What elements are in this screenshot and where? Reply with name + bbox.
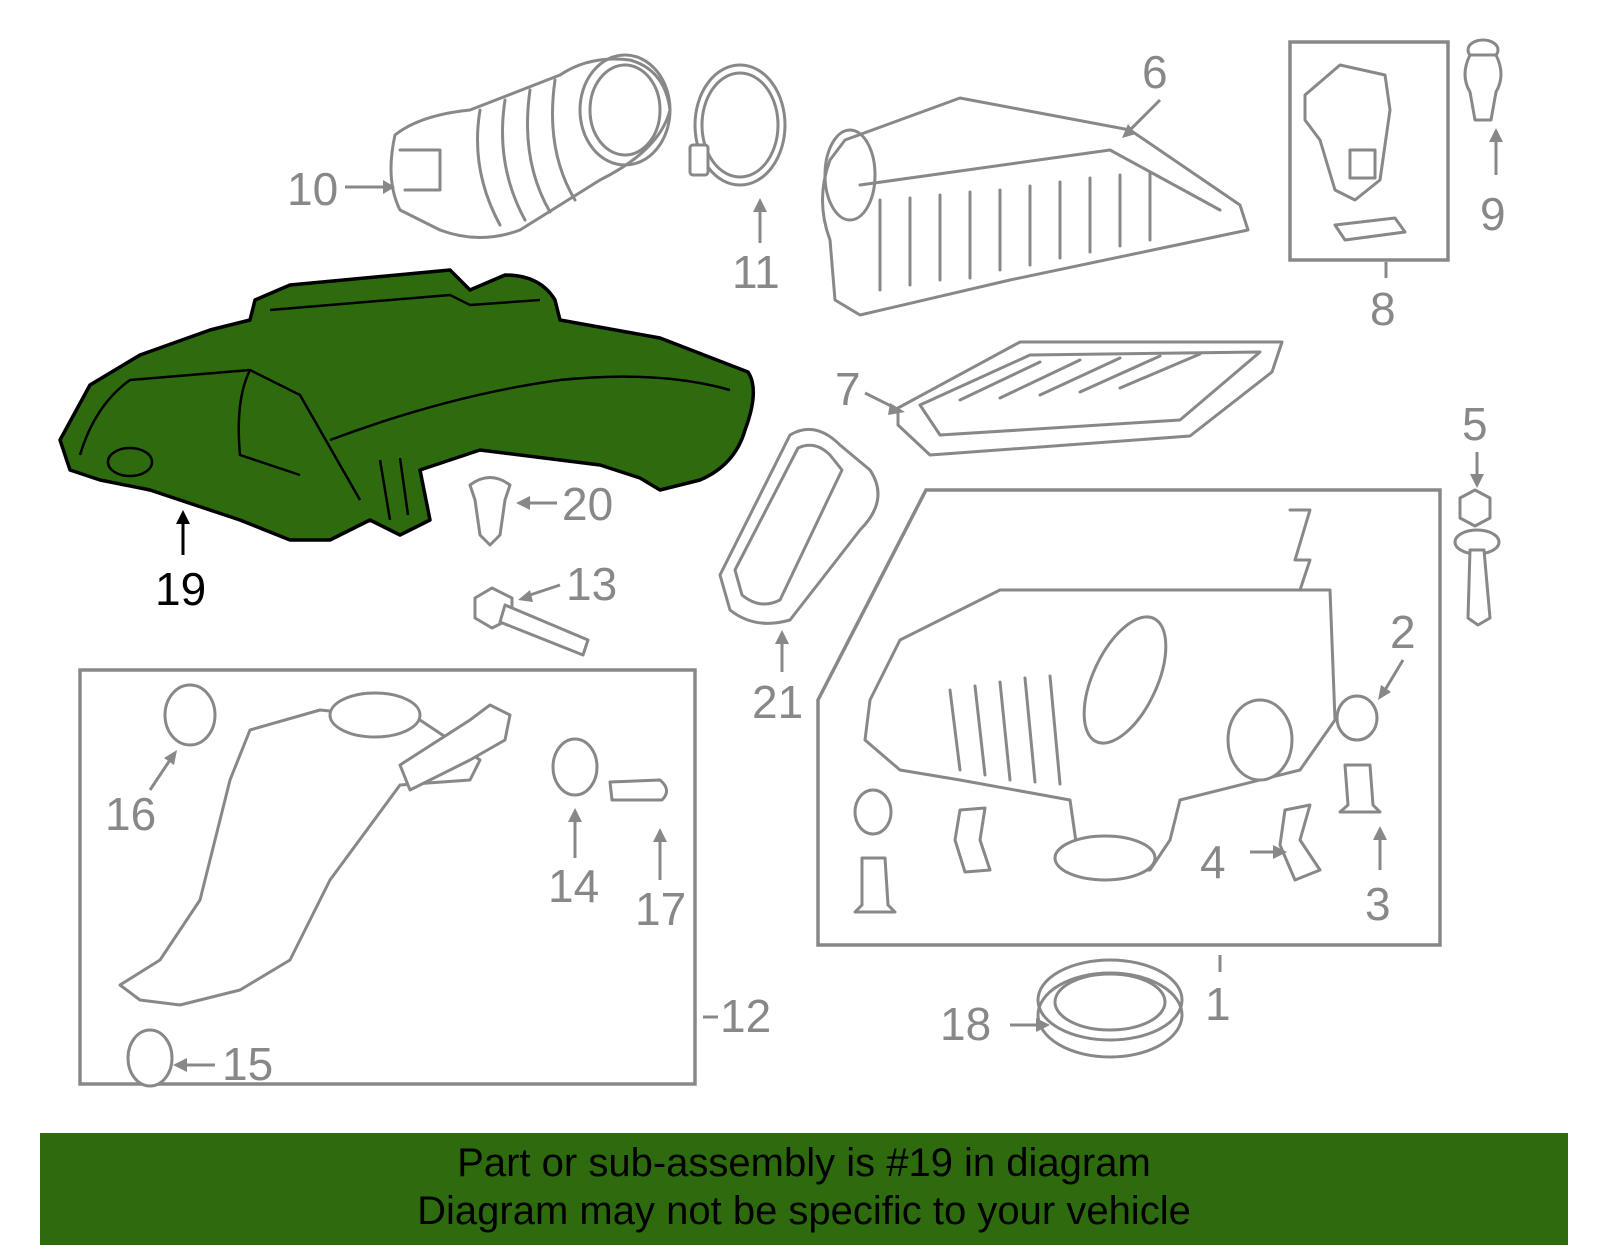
callout-8: 8	[1370, 283, 1396, 335]
part-21-seal	[718, 427, 880, 625]
part-12-box	[78, 668, 697, 1088]
info-banner: Part or sub-assembly is #19 in diagram D…	[40, 1133, 1568, 1245]
part-5-bolt	[1453, 488, 1501, 627]
callout-7: 7	[835, 363, 861, 415]
part-18-ring	[1036, 958, 1184, 1059]
callout-4: 4	[1200, 836, 1226, 888]
callout-11: 11	[732, 246, 780, 298]
callout-21: 21	[752, 676, 803, 728]
banner-line-disclaimer: Diagram may not be specific to your vehi…	[417, 1189, 1191, 1233]
callout-17: 17	[635, 883, 686, 935]
part-10-intake-duct	[389, 53, 672, 239]
callout-6: 6	[1142, 46, 1168, 98]
part-7-air-filter	[896, 340, 1284, 457]
callout-labels: 1 2 3 4 5 6 7 8 9 10 11 12 13 14 15 16 1…	[105, 46, 1506, 1090]
callout-20: 20	[562, 478, 613, 530]
part-20-clip	[468, 476, 512, 547]
callout-arrow-19	[176, 510, 190, 555]
part-8-box	[1288, 40, 1450, 262]
callout-19: 19	[155, 563, 206, 615]
callout-18: 18	[940, 998, 991, 1050]
part-6-air-box-cover	[821, 96, 1250, 317]
callout-1: 1	[1205, 978, 1231, 1030]
callout-5: 5	[1462, 398, 1488, 450]
callout-3: 3	[1365, 878, 1391, 930]
callout-10: 10	[287, 163, 338, 215]
callout-12: 12	[720, 990, 771, 1042]
part-19-air-intake-duct-highlighted	[58, 268, 755, 542]
callout-16: 16	[105, 788, 156, 840]
callout-9: 9	[1480, 188, 1506, 240]
part-9-push-pin	[1463, 38, 1503, 122]
callout-arrows	[148, 98, 1503, 1072]
callout-15: 15	[222, 1038, 273, 1090]
callout-14: 14	[548, 860, 599, 912]
part-13-bolt	[473, 586, 590, 657]
callout-2: 2	[1390, 606, 1416, 658]
part-11-clamp	[688, 63, 787, 187]
part-1-box	[816, 488, 1442, 947]
banner-line-part-number: Part or sub-assembly is #19 in diagram	[457, 1141, 1151, 1185]
callout-13: 13	[566, 558, 617, 610]
